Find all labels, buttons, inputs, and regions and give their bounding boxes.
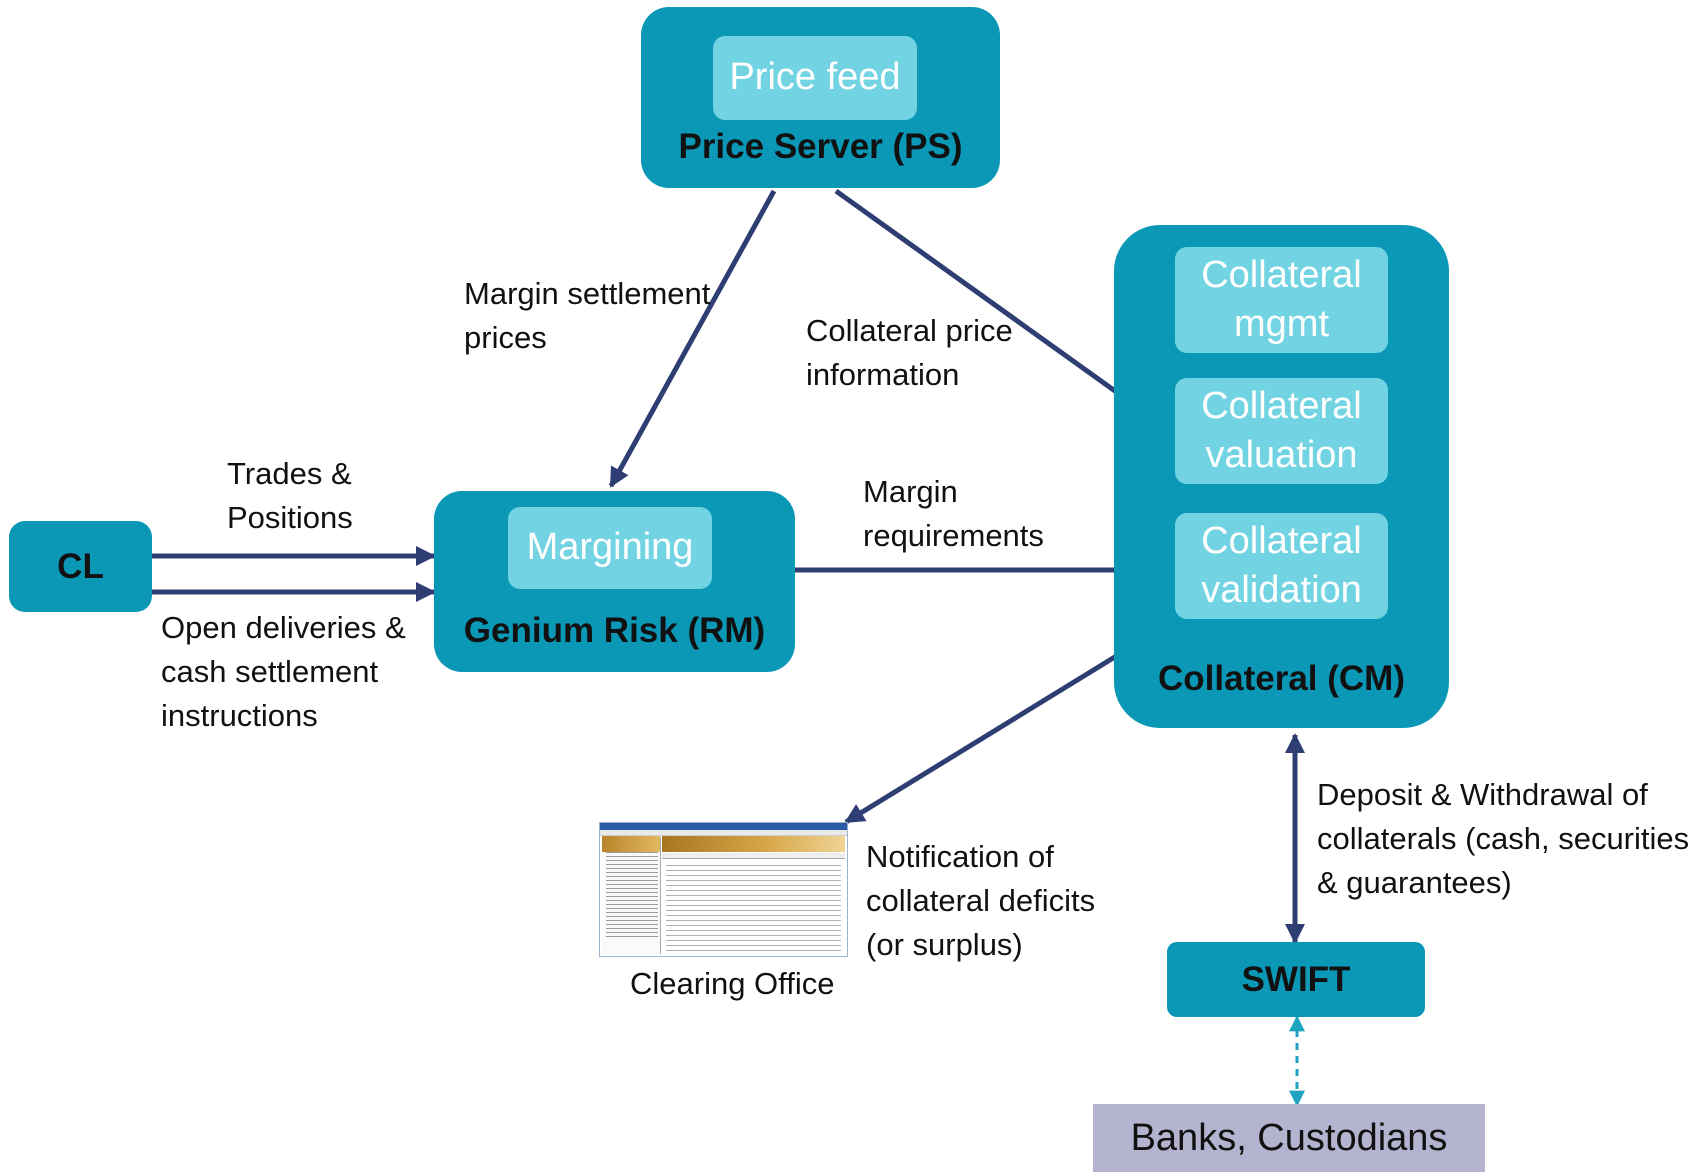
- label-trades-positions: Trades & Positions: [227, 456, 353, 536]
- collateral-validation-box[interactable]: Collateral validation: [1175, 513, 1388, 619]
- cl-label: CL: [57, 546, 104, 586]
- label-notification: Notification of collateral deficits (or …: [866, 839, 1096, 963]
- price-server-box[interactable]: Price feed Price Server (PS): [641, 7, 1000, 188]
- price-feed-box[interactable]: Price feed: [713, 36, 917, 120]
- margining-box[interactable]: Margining: [508, 507, 712, 589]
- swift-box[interactable]: SWIFT: [1167, 942, 1425, 1017]
- collateral-valuation-box[interactable]: Collateral valuation: [1175, 378, 1388, 484]
- banks-custodians-label: Banks, Custodians: [1130, 1116, 1448, 1159]
- label-margin-settlement-prices: Margin settlement prices: [464, 276, 711, 356]
- collateral-mgmt-box[interactable]: Collateral mgmt: [1175, 247, 1388, 353]
- price-server-label: Price Server (PS): [678, 127, 963, 166]
- clearing-office-label: Clearing Office: [630, 966, 835, 1001]
- label-margin-requirements: Margin requirements: [863, 474, 1044, 554]
- collateral-box[interactable]: Collateral mgmt Collateral valuation Col…: [1114, 225, 1449, 728]
- arrow-ps-to-rm: [608, 189, 777, 488]
- genium-risk-label: Genium Risk (RM): [463, 611, 766, 650]
- collateral-label: Collateral (CM): [1158, 659, 1405, 698]
- swift-label: SWIFT: [1241, 959, 1351, 999]
- label-deposit-withdrawal: Deposit & Withdrawal of collaterals (cas…: [1317, 777, 1690, 901]
- genium-risk-box[interactable]: Margining Genium Risk (RM): [434, 491, 795, 672]
- label-open-deliveries: Open deliveries & cash settlement instru…: [161, 610, 406, 734]
- cl-box[interactable]: CL: [9, 521, 152, 612]
- banks-custodians-box[interactable]: Banks, Custodians: [1093, 1104, 1485, 1172]
- clearing-office-screenshot[interactable]: [599, 822, 848, 957]
- label-collateral-price-information: Collateral price information: [806, 313, 1013, 393]
